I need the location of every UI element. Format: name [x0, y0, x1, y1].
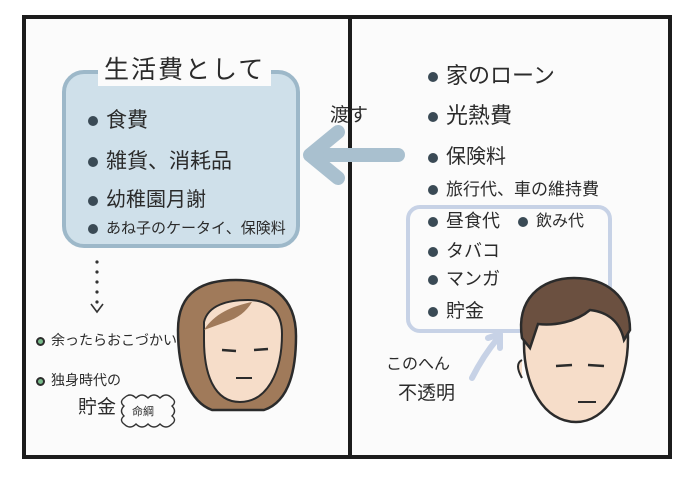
lifeline-frame-icon [122, 395, 175, 427]
dotted-leader-icon [91, 260, 103, 312]
husband-character-icon [518, 278, 630, 422]
wife-character-icon [178, 280, 296, 410]
handover-arrow-icon [310, 132, 398, 178]
pointer-arrow-icon [472, 334, 500, 378]
